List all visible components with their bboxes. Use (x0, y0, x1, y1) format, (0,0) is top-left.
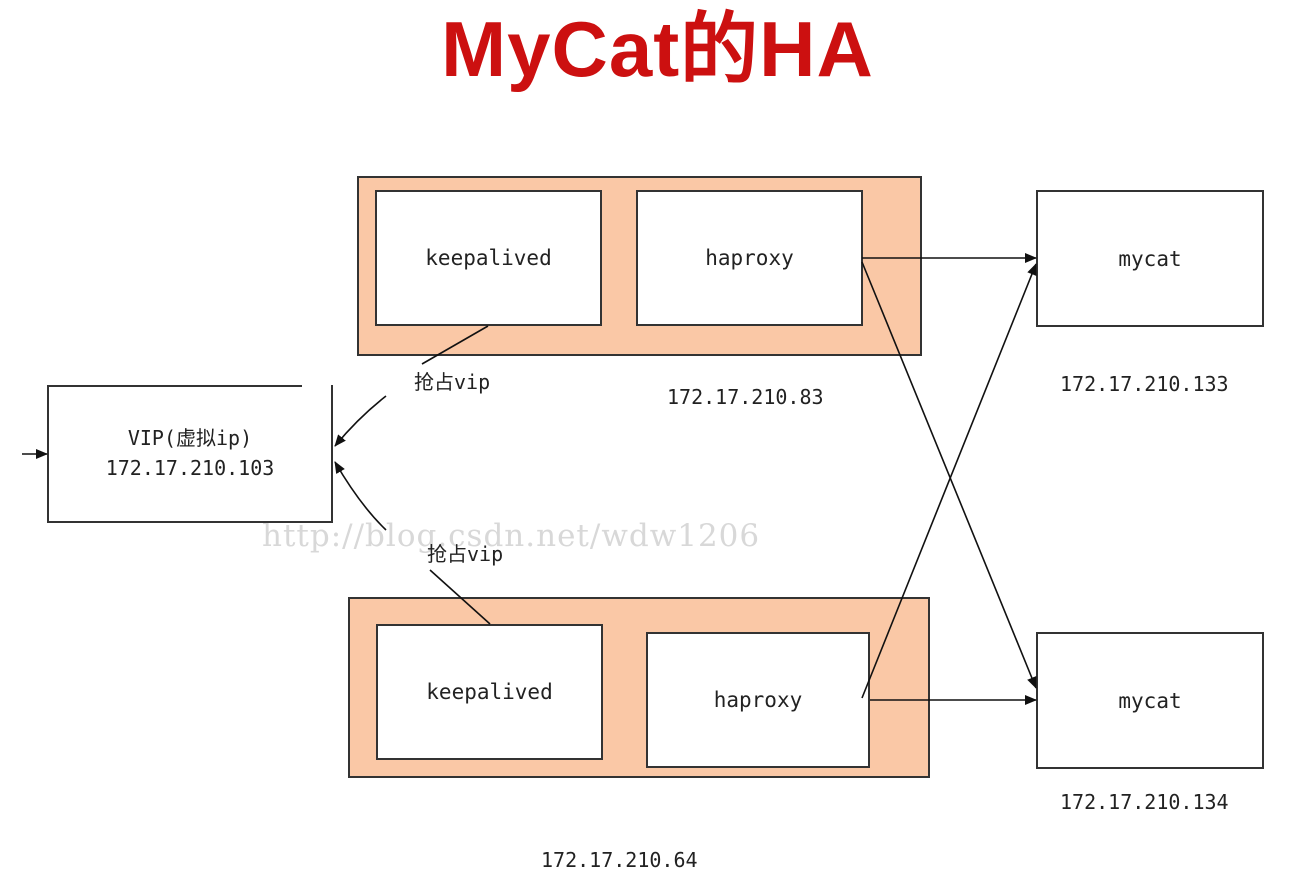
top-keepalived-box: keepalived (375, 190, 602, 326)
vip-box: VIP(虚拟ip) 172.17.210.103 (47, 385, 333, 523)
mycat-top-box: mycat (1036, 190, 1264, 327)
top-grab-vip-arrow (334, 395, 387, 447)
top-haproxy-label: haproxy (705, 246, 794, 270)
top-group-ip: 172.17.210.83 (667, 385, 824, 409)
grab-vip-top-label: 抢占vip (414, 370, 491, 394)
bottom-grab-vip-arrow (334, 461, 387, 531)
bottom-haproxy-to-mycat-top (861, 263, 1037, 699)
vip-ip: 172.17.210.103 (105, 456, 275, 480)
bottom-keepalived-connector (429, 569, 491, 625)
watermark: http://blog.csdn.net/wdw1206 (262, 518, 761, 554)
bottom-haproxy-box: haproxy (646, 632, 870, 768)
mycat-bottom-label: mycat (1118, 688, 1182, 713)
bottom-keepalived-label: keepalived (426, 680, 553, 704)
mycat-bottom-ip: 172.17.210.134 (1060, 790, 1229, 814)
top-haproxy-to-mycat-bottom (861, 261, 1037, 689)
mycat-top-label: mycat (1118, 246, 1182, 271)
top-keepalived-connector (421, 325, 489, 365)
vip-label: VIP(虚拟ip) (127, 426, 253, 450)
mycat-bottom-box: mycat (1036, 632, 1264, 769)
bottom-keepalived-box: keepalived (376, 624, 603, 760)
page-title: MyCat的HA (441, 5, 874, 93)
mycat-top-ip: 172.17.210.133 (1060, 372, 1229, 396)
bottom-haproxy-label: haproxy (713, 688, 803, 712)
grab-vip-bottom-label: 抢占vip (427, 542, 504, 566)
top-keepalived-label: keepalived (425, 246, 552, 270)
vip-top-border (47, 385, 302, 387)
top-haproxy-box: haproxy (636, 190, 863, 326)
bottom-group-ip: 172.17.210.64 (541, 848, 698, 872)
